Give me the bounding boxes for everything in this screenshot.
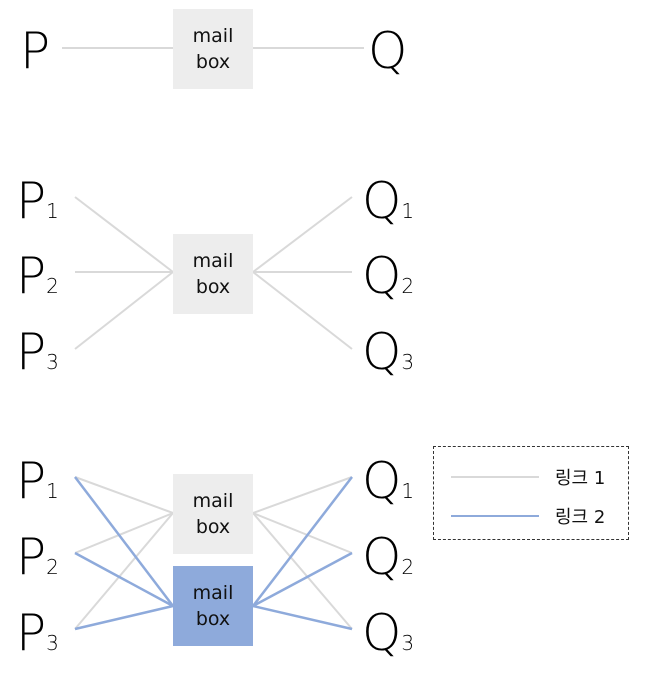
process-label: Q	[362, 172, 401, 230]
link1-p3-box1	[74, 512, 174, 630]
process-q3: Q3	[362, 327, 414, 377]
process-p3: P3	[16, 608, 59, 658]
mailbox-label-line1: mail	[192, 250, 234, 272]
legend-label: 링크 2	[555, 507, 606, 528]
link2-box2-q3	[252, 604, 353, 631]
process-q2: Q2	[362, 251, 414, 301]
process-label: P	[16, 247, 46, 305]
process-label: Q	[362, 323, 401, 381]
link2-p1-box2	[74, 476, 174, 607]
mailbox-label-line1: mail	[192, 25, 234, 47]
process-label: Q	[362, 452, 401, 510]
mailbox-label-line2: box	[195, 51, 231, 73]
process-subscript: 2	[401, 555, 415, 579]
mailbox-1: mail box	[173, 474, 253, 554]
legend-item-link1: 링크 1	[451, 464, 605, 490]
process-label: Q	[362, 604, 401, 662]
process-p1: P1	[16, 456, 59, 506]
process-q2: Q2	[362, 532, 414, 582]
process-label: P	[20, 22, 50, 80]
link1-box1-q1	[252, 476, 353, 514]
process-label: Q	[368, 22, 407, 80]
link2-p2-box2	[74, 551, 174, 608]
mailbox: mail box	[173, 234, 253, 314]
mailbox-label-line2: box	[195, 276, 231, 298]
link1-box1-q3	[252, 512, 353, 630]
process-subscript: 3	[401, 350, 415, 374]
process-subscript: 2	[46, 274, 59, 298]
process-label: Q	[362, 528, 401, 586]
process-subscript: 2	[46, 555, 59, 579]
process-subscript: 3	[401, 631, 415, 655]
link-p1-box	[74, 196, 174, 273]
legend-label: 링크 1	[555, 468, 606, 489]
process-subscript: 1	[46, 199, 59, 223]
link1-box1-q2	[252, 512, 353, 554]
process-subscript: 1	[401, 479, 415, 503]
process-p3: P3	[16, 327, 59, 377]
legend-item-link2: 링크 2	[451, 503, 605, 529]
link-box-q1	[252, 196, 353, 273]
link2-box2-q1	[252, 476, 353, 607]
process-subscript: 2	[401, 274, 415, 298]
process-q: Q	[368, 26, 407, 76]
process-subscript: 3	[46, 350, 59, 374]
legend: 링크 1 링크 2	[433, 446, 629, 540]
process-label: P	[16, 172, 46, 230]
mailbox-label-line1: mail	[192, 490, 234, 512]
process-label: P	[16, 604, 46, 662]
process-p1: P1	[16, 176, 59, 226]
mailbox: mail box	[173, 9, 253, 89]
process-p2: P2	[16, 251, 59, 301]
legend-swatch	[451, 515, 539, 517]
process-label: P	[16, 323, 46, 381]
process-p: P	[20, 26, 50, 76]
process-subscript: 3	[46, 631, 59, 655]
process-q1: Q1	[362, 456, 414, 506]
link1-p1-box1	[74, 476, 174, 514]
process-q1: Q1	[362, 176, 414, 226]
link2-box2-q2	[252, 551, 353, 608]
legend-swatch	[451, 476, 539, 478]
process-subscript: 1	[46, 479, 59, 503]
link2-p3-box2	[74, 604, 174, 631]
link1-p2-box1	[74, 512, 174, 554]
process-label: Q	[362, 247, 401, 305]
mailbox-2: mail box	[173, 566, 253, 646]
process-subscript: 1	[401, 199, 415, 223]
mailbox-label-line2: box	[195, 516, 231, 538]
link-p3-box	[74, 271, 174, 350]
process-q3: Q3	[362, 608, 414, 658]
mailbox-label-line1: mail	[192, 582, 234, 604]
process-label: P	[16, 452, 46, 510]
process-label: P	[16, 528, 46, 586]
process-p2: P2	[16, 532, 59, 582]
mailbox-label-line2: box	[195, 608, 231, 630]
link-box-q3	[252, 271, 353, 350]
